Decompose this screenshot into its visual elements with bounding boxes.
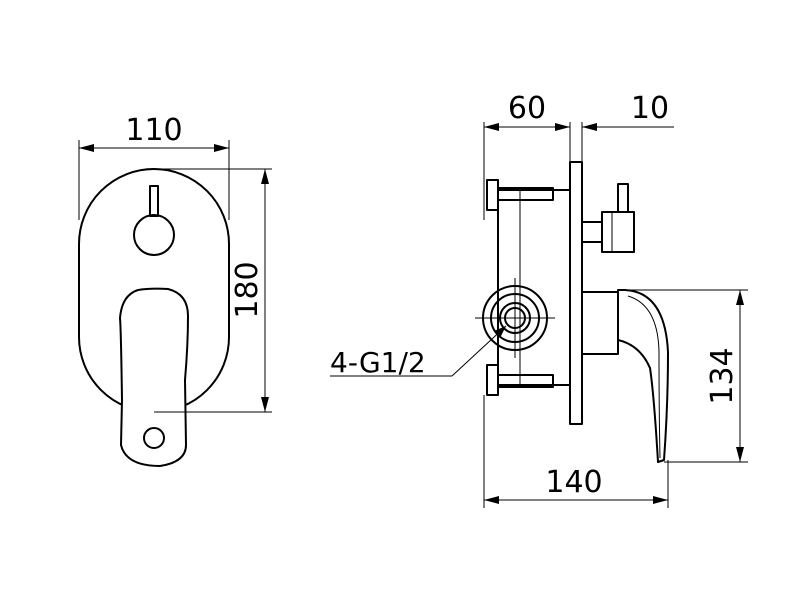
mounting-tab-bottom bbox=[486, 364, 499, 396]
front-view: 110 180 bbox=[78, 113, 272, 467]
body-depth-label: 60 bbox=[508, 91, 546, 126]
side-view: 4-G1/2 60 10 bbox=[330, 91, 748, 508]
plate-thickness-label: 10 bbox=[631, 91, 669, 126]
thread-label: 4-G1/2 bbox=[330, 346, 426, 379]
diverter-stem bbox=[149, 185, 159, 217]
lever-handle bbox=[119, 287, 189, 467]
width-dimension-label: 110 bbox=[125, 113, 182, 148]
total-depth-label: 140 bbox=[545, 465, 602, 500]
lever-side bbox=[581, 289, 669, 463]
height-dimension-label: 180 bbox=[230, 261, 265, 318]
mounting-tab-top bbox=[486, 179, 499, 211]
diverter-knob-side bbox=[581, 183, 635, 253]
diverter-knob bbox=[133, 214, 175, 256]
cover-plate-side bbox=[569, 161, 583, 425]
threaded-inlet bbox=[475, 278, 555, 358]
handle-hole bbox=[143, 427, 165, 449]
lever-height-label: 134 bbox=[705, 347, 740, 404]
